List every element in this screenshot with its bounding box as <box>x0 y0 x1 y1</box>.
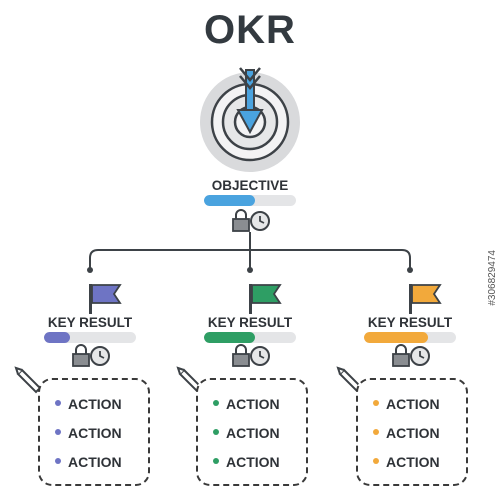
bullet-dot <box>213 458 219 464</box>
clock-icon <box>250 346 270 366</box>
action-list-1: ACTION ACTION ACTION <box>38 378 150 486</box>
flag-icon <box>409 284 442 314</box>
list-item[interactable]: ACTION <box>198 394 306 414</box>
clock-icon <box>90 346 110 366</box>
bullet-dot <box>373 458 379 464</box>
action-label: ACTION <box>386 396 440 412</box>
objective-progress <box>204 195 296 206</box>
list-item[interactable]: ACTION <box>198 423 306 443</box>
action-label: ACTION <box>68 396 122 412</box>
action-label: ACTION <box>226 454 280 470</box>
action-label: ACTION <box>386 425 440 441</box>
action-list-3: ACTION ACTION ACTION <box>356 378 468 486</box>
action-list-2: ACTION ACTION ACTION <box>196 378 308 486</box>
lock-icon <box>72 344 90 367</box>
key-result-progress-fill <box>364 332 429 343</box>
list-item[interactable]: ACTION <box>40 394 148 414</box>
action-label: ACTION <box>226 425 280 441</box>
objective-label: Objective <box>211 178 289 193</box>
list-item[interactable]: ACTION <box>358 394 466 414</box>
key-result-progress-3 <box>364 332 456 343</box>
clock-icon <box>250 211 270 231</box>
bullet-dot <box>55 400 61 406</box>
lock-icon <box>392 344 410 367</box>
bullet-dot <box>373 429 379 435</box>
target-arrow-icon <box>200 67 300 172</box>
bullet-dot <box>55 429 61 435</box>
key-result-progress-fill <box>204 332 255 343</box>
bullet-dot <box>213 400 219 406</box>
key-result-label-2: KEY RESULT <box>207 315 293 330</box>
lock-icon <box>232 344 250 367</box>
action-label: ACTION <box>226 396 280 412</box>
clock-icon <box>410 346 430 366</box>
action-label: ACTION <box>68 454 122 470</box>
key-result-label-1: KEY RESULT <box>47 315 133 330</box>
key-result-progress-1 <box>44 332 136 343</box>
list-item[interactable]: ACTION <box>358 452 466 472</box>
list-item[interactable]: ACTION <box>358 423 466 443</box>
key-result-progress-fill <box>44 332 70 343</box>
bullet-dot <box>213 429 219 435</box>
list-item[interactable]: ACTION <box>40 452 148 472</box>
bullet-dot <box>55 458 61 464</box>
flag-icon <box>249 284 282 314</box>
pencil-icon <box>14 366 42 394</box>
lock-icon <box>232 209 250 232</box>
page-title: OKR <box>204 8 296 52</box>
list-item[interactable]: ACTION <box>198 452 306 472</box>
watermark-id: #306829474 <box>487 250 498 306</box>
list-item[interactable]: ACTION <box>40 423 148 443</box>
objective-progress-fill <box>204 195 255 206</box>
flag-icon <box>89 284 122 314</box>
action-label: ACTION <box>386 454 440 470</box>
action-label: ACTION <box>68 425 122 441</box>
key-result-label-3: KEY RESULT <box>367 315 453 330</box>
key-result-progress-2 <box>204 332 296 343</box>
bullet-dot <box>373 400 379 406</box>
